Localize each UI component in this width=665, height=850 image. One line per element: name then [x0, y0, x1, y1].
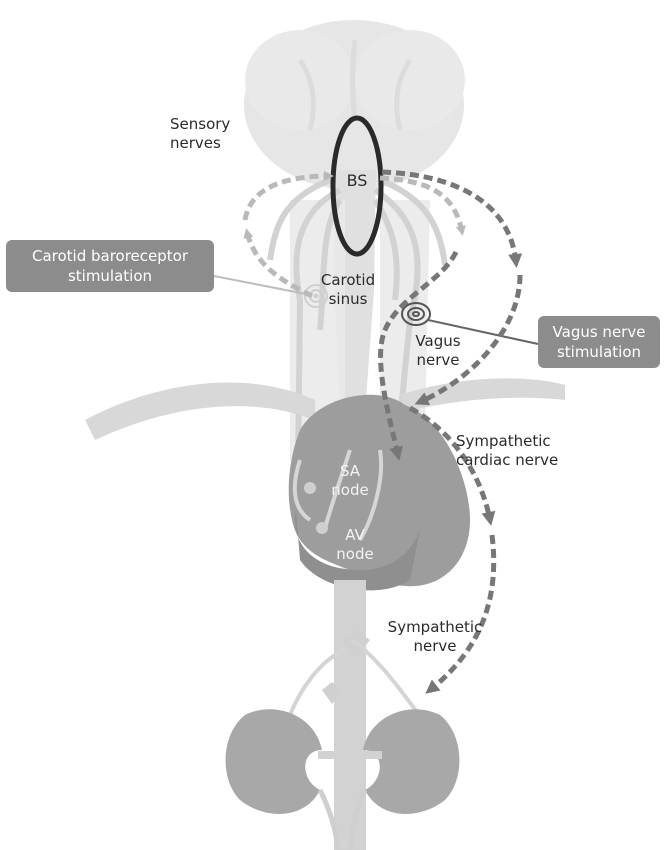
brain: [244, 20, 465, 190]
label-sympathetic-cardiac-nerve: Sympathetic cardiac nerve: [456, 432, 576, 470]
label-sa-node: SA node: [325, 462, 375, 500]
label-av-node: AV node: [330, 526, 380, 564]
label-carotid-sinus: Carotid sinus: [313, 271, 383, 309]
label-sympathetic-nerve: Sympathetic nerve: [380, 618, 490, 656]
callout-vagus-nerve-stimulation: Vagus nerve stimulation: [538, 316, 660, 368]
aorta: [334, 580, 366, 850]
av-node-dot: [316, 522, 328, 534]
sa-node-dot: [304, 482, 316, 494]
label-brainstem: BS: [337, 171, 377, 190]
label-sensory-nerves: Sensory nerves: [170, 115, 260, 153]
label-vagus-nerve: Vagus nerve: [408, 332, 468, 370]
callout-carotid-baroreceptor-stimulation: Carotid baroreceptor stimulation: [6, 240, 214, 292]
aortic-arch: [85, 383, 315, 440]
